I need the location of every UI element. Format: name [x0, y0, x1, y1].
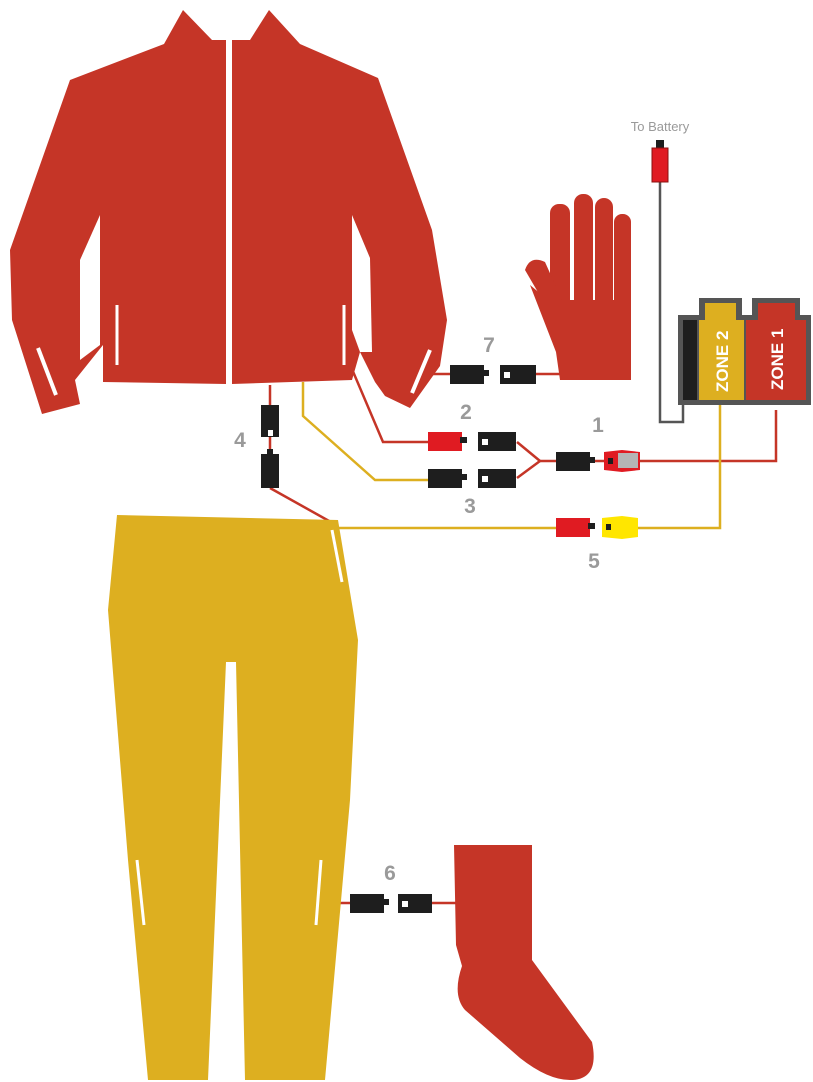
zone2-label: ZONE 2 [713, 331, 732, 392]
pants-stripe-right-leg [314, 859, 323, 926]
number-3: 3 [464, 495, 476, 518]
glove-finger-pinky [614, 214, 631, 312]
number-7: 7 [483, 334, 495, 357]
wires [268, 182, 778, 905]
jacket-icon [10, 10, 447, 414]
connectors [261, 365, 640, 913]
splitter-branch-top [516, 441, 541, 462]
pants-body [108, 515, 358, 1080]
jacket-right-panel [232, 10, 447, 408]
zone2-block [699, 303, 744, 400]
zone1-label: ZONE 1 [768, 329, 787, 390]
glove-finger-ring [595, 198, 613, 312]
connector-1 [556, 450, 640, 472]
jacket-left-arm-gap [80, 215, 100, 360]
dual-zone-controller-icon: ZONE 2 ZONE 1 [678, 298, 811, 405]
connector-numbers: 1 2 3 4 5 6 7 [234, 334, 604, 885]
zone2-wire [638, 395, 722, 530]
battery-plug-icon [651, 140, 669, 183]
number-4: 4 [234, 429, 246, 452]
sock-icon [454, 845, 594, 1080]
pants-stripe-pocket [330, 529, 344, 583]
connector-4 [261, 405, 279, 488]
jacket-stripe-right-cuff [410, 349, 432, 394]
number-6: 6 [384, 862, 396, 885]
jacket-yellow-wire [301, 382, 428, 482]
number-1: 1 [592, 414, 604, 437]
jacket-stripe-left-cuff [36, 347, 58, 396]
controller-black-side [683, 320, 697, 400]
connector-7 [450, 365, 536, 384]
jacket-right-arm-gap [352, 215, 372, 352]
splitter-branch-bottom [516, 459, 541, 480]
number-5: 5 [588, 550, 600, 573]
battery-label: To Battery [631, 119, 690, 134]
jacket-left-panel [10, 10, 226, 414]
link-wire-bottom [269, 486, 339, 528]
battery-wire [658, 182, 685, 424]
zone1-block [746, 303, 806, 400]
glove-palm [530, 285, 631, 380]
glove-icon [525, 194, 631, 380]
connector-6 [350, 894, 432, 913]
connector-5 [556, 516, 638, 539]
connector-2 [428, 432, 516, 451]
zone1-wire [640, 410, 778, 463]
pants-icon [108, 515, 358, 1080]
pants-stripe-left-leg [135, 859, 146, 926]
connector-3 [428, 469, 516, 488]
jacket-red-wire [344, 354, 428, 444]
number-2: 2 [460, 401, 472, 424]
glove-finger-middle [574, 194, 593, 312]
